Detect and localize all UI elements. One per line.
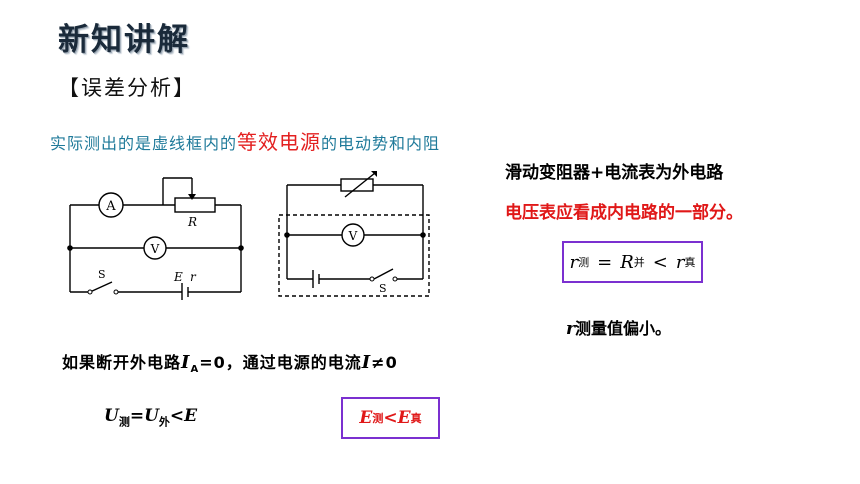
resistor-label: R — [187, 215, 197, 229]
switch-label: S — [379, 282, 387, 295]
intro-highlight: 等效电源 — [237, 130, 322, 154]
voltmeter-internal-note: 电压表应看成内电路的一部分。 — [505, 203, 743, 223]
voltmeter-label: V — [150, 242, 160, 256]
open-circuit-condition: 如果断开外电路IA=0，通过电源的电流I≠0 — [62, 352, 398, 376]
circuit-diagram-2: V S — [278, 171, 430, 297]
page-title: 新知讲解 — [58, 22, 190, 58]
external-circuit-note: 滑动变阻器+电流表为外电路 — [505, 163, 724, 183]
internal-resistance-label: r — [190, 270, 197, 284]
section-heading: 【误差分析】 — [58, 76, 196, 100]
voltage-formula: U测=U外<E — [104, 406, 198, 429]
circuit-diagram-1: A V R S E r — [67, 177, 244, 300]
intro-suffix: 的电动势和内阻 — [321, 134, 441, 153]
switch-label: S — [98, 268, 106, 281]
ammeter-label: A — [105, 199, 116, 214]
emf-label: E — [173, 270, 183, 284]
voltmeter-label: V — [348, 229, 358, 243]
intro-text: 实际测出的是虚线框内的等效电源的电动势和内阻 — [50, 126, 440, 155]
intro-prefix: 实际测出的是虚线框内的 — [50, 134, 238, 153]
resistance-conclusion: r测量值偏小。 — [566, 319, 671, 339]
